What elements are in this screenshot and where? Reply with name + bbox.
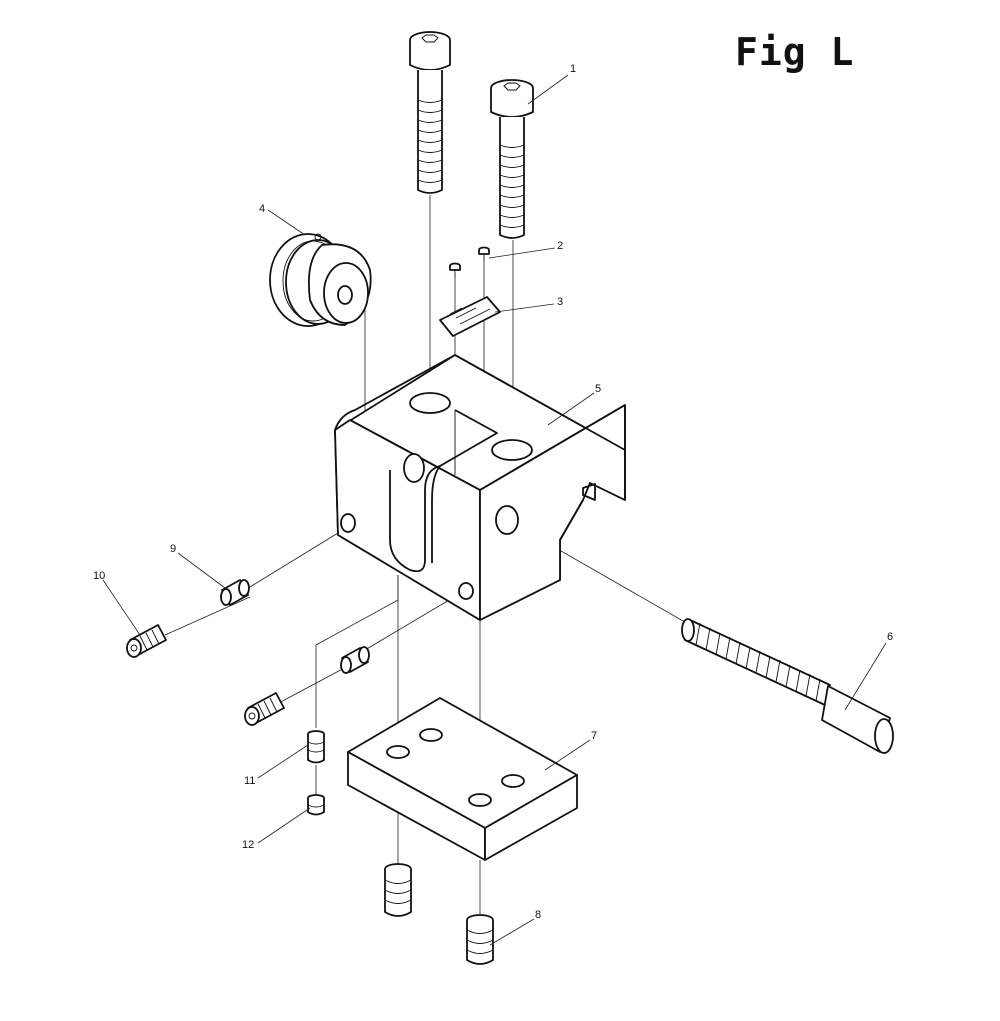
callout-7: 7 xyxy=(591,730,597,742)
callout-3: 3 xyxy=(557,296,563,308)
knob-wheel xyxy=(269,233,372,327)
callout-6: 6 xyxy=(887,631,893,643)
callout-2: 2 xyxy=(557,240,563,252)
set-screw-side-lower xyxy=(244,692,285,726)
bushing-upper xyxy=(220,579,250,606)
callout-10: 10 xyxy=(93,570,105,582)
threaded-rod xyxy=(681,618,894,754)
bushing-lower xyxy=(340,646,370,674)
callout-11: 11 xyxy=(244,775,255,787)
small-screw-right xyxy=(478,246,490,262)
small-screw-left xyxy=(449,262,461,278)
callout-4: 4 xyxy=(259,203,265,215)
cap-screw-right xyxy=(490,79,534,239)
name-plate xyxy=(439,296,501,337)
callout-5: 5 xyxy=(595,383,601,395)
set-screw-12 xyxy=(307,794,325,816)
set-screw-side-upper xyxy=(126,624,167,658)
base-plate xyxy=(347,697,578,861)
set-screw-under-right xyxy=(466,914,494,965)
callout-12: 12 xyxy=(242,839,254,851)
stud-screw-11 xyxy=(307,730,325,764)
main-block xyxy=(334,354,626,621)
callout-8: 8 xyxy=(535,909,541,921)
figure-title: Fig L xyxy=(735,30,855,74)
callout-leaders xyxy=(102,74,887,946)
cap-screw-left xyxy=(409,31,451,194)
set-screw-under-left xyxy=(384,863,412,917)
callout-9: 9 xyxy=(170,543,176,555)
callout-1: 1 xyxy=(570,63,576,75)
